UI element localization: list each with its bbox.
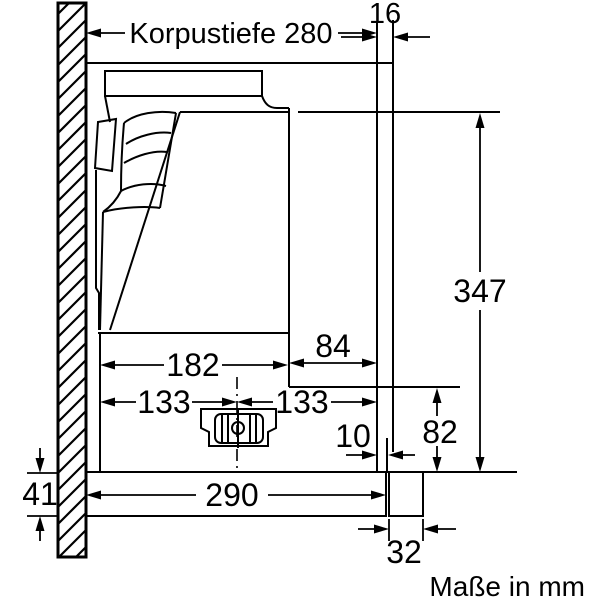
hatch-line: [57, 2, 70, 15]
hatch-line: [57, 376, 87, 406]
hatch-line: [57, 53, 87, 83]
hatch-line: [75, 546, 87, 558]
hatch-line: [57, 461, 87, 491]
hatch-line: [57, 87, 87, 117]
hatch-line: [57, 36, 87, 66]
dim-depth-290: 290: [86, 477, 386, 513]
cabinet-outline: [85, 20, 517, 473]
dim-recess-84: 84: [289, 328, 377, 368]
hatch-line: [57, 427, 87, 457]
hatch-line: [57, 240, 87, 270]
dim-center-133-right: 133: [237, 384, 377, 420]
dim-label-82: 82: [422, 414, 458, 450]
hatch-line: [57, 257, 87, 287]
hatch-line: [57, 138, 87, 168]
dim-label-32: 32: [386, 534, 422, 570]
hatch-line: [57, 495, 87, 525]
hatch-line: [57, 121, 87, 151]
wall-hatch-lines: [57, 2, 87, 558]
hatch-line: [57, 444, 87, 474]
hatch-line: [57, 342, 87, 372]
dim-height-347: 347: [453, 113, 507, 472]
hatch-line: [57, 478, 87, 508]
hatch-line: [57, 393, 87, 423]
hatch-line: [58, 529, 87, 558]
hatch-line: [57, 172, 87, 202]
hatch-line: [57, 19, 87, 49]
hatch-line: [57, 325, 87, 355]
dim-label-133-left: 133: [137, 384, 190, 420]
hatch-line: [57, 274, 87, 304]
hatch-line: [57, 291, 87, 321]
dim-label-10: 10: [335, 418, 371, 454]
bottom-visor: [27, 471, 424, 541]
unit-note: Maße in mm: [429, 571, 585, 600]
hatch-line: [57, 223, 87, 253]
dim-gap-10: 10: [335, 418, 415, 460]
dim-label-347: 347: [453, 273, 506, 309]
dim-label-133-right: 133: [275, 384, 328, 420]
dim-label-84: 84: [315, 328, 351, 364]
dim-panel-16: 16: [341, 0, 430, 42]
dim-korpustiefe: Korpustiefe 280: [86, 18, 377, 50]
hatch-line: [57, 308, 87, 338]
hatch-line: [57, 155, 87, 185]
hatch-line: [57, 2, 87, 32]
blower-outlet: [200, 377, 277, 470]
dim-label-16: 16: [369, 0, 401, 30]
hood-body: [95, 70, 290, 472]
dim-front-82: 82: [422, 388, 458, 472]
dim-label-182: 182: [166, 347, 219, 383]
dim-label-korpustiefe: Korpustiefe 280: [129, 18, 332, 50]
hatch-line: [57, 512, 87, 542]
hatch-line: [57, 104, 87, 134]
wall-section: [56, 1, 88, 559]
dim-visor-41: 41: [22, 448, 58, 541]
handle-strip: [388, 471, 424, 517]
hatch-line: [57, 70, 87, 100]
dim-duct-182: 182: [100, 347, 288, 383]
dim-center-133-left: 133: [100, 384, 237, 420]
dim-label-41: 41: [22, 476, 58, 512]
damper-flaps: [93, 110, 177, 331]
dim-handle-32: 32: [358, 524, 456, 570]
dim-label-290: 290: [205, 477, 258, 513]
hatch-line: [57, 206, 87, 236]
hatch-line: [57, 189, 87, 219]
hatch-line: [57, 410, 87, 440]
hatch-line: [57, 359, 87, 389]
